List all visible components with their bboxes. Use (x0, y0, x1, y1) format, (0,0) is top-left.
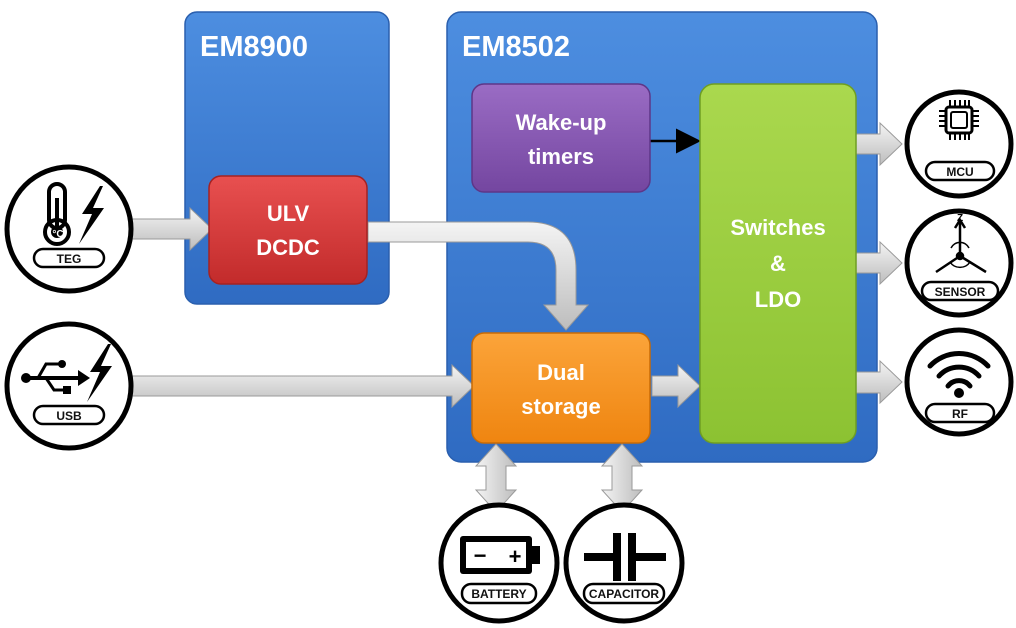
rf-label: RF (952, 407, 968, 421)
capacitor-icon (584, 533, 666, 581)
chip-icon (939, 100, 979, 140)
wifi-dot (954, 388, 964, 398)
arrow-ulv-to-storage (367, 221, 590, 331)
wifi-icon (927, 351, 991, 389)
teg-label: TEG (57, 252, 82, 266)
arrow-usb-to-storage (131, 363, 475, 409)
switches-label-line3: LDO (755, 287, 801, 312)
sensor-label: SENSOR (935, 285, 986, 299)
chip-em8900-title: EM8900 (200, 31, 308, 63)
wakeup-label-line1: Wake-up (516, 110, 607, 135)
storage-label-line2: storage (521, 394, 600, 419)
load-sensor: Z SENSOR (904, 208, 1014, 318)
battery-label: BATTERY (471, 587, 526, 601)
lightning-icon (79, 186, 104, 244)
thermometer-icon: °C (43, 182, 71, 246)
arrow-teg-to-ulv (131, 206, 213, 252)
storage-battery: − + BATTERY (438, 502, 560, 624)
source-teg: °C TEG (4, 164, 134, 294)
capacitor-label: CAPACITOR (589, 587, 660, 601)
storage-label-line1: Dual (537, 360, 585, 385)
ulv-label-line2: DCDC (256, 235, 320, 260)
teg-unit: °C (52, 229, 63, 240)
mcu-label: MCU (946, 165, 973, 179)
usb-label: USB (56, 409, 82, 423)
arrow-storage-to-switches (651, 363, 701, 409)
switches-label-line1: Switches (730, 215, 825, 240)
arrow-switches-to-sensor (854, 240, 903, 286)
sensor-axis-z: Z (957, 213, 963, 224)
storage-capacitor: CAPACITOR (563, 502, 685, 624)
battery-icon: − + (460, 536, 540, 574)
load-rf: RF (904, 327, 1014, 437)
battery-minus: − (474, 543, 487, 568)
block-wakeup-timers: Wake-up timers (471, 83, 651, 193)
arrow-switches-to-mcu (854, 121, 903, 167)
battery-plus: + (509, 544, 522, 569)
axes-icon (935, 217, 987, 274)
lightning-icon (87, 344, 112, 402)
source-usb: USB (4, 321, 134, 451)
load-mcu: MCU (904, 89, 1014, 199)
wakeup-label-line2: timers (528, 144, 594, 169)
arrow-switches-to-rf (854, 359, 903, 405)
block-ulv-dcdc: ULV DCDC (208, 175, 368, 285)
block-dual-storage: Dual storage (471, 332, 651, 444)
chip-em8502-title: EM8502 (462, 31, 570, 63)
ulv-label-line1: ULV (267, 201, 310, 226)
usb-icon (21, 360, 90, 394)
switches-label-line2: & (770, 251, 786, 276)
block-switches-ldo: Switches & LDO (699, 83, 857, 444)
